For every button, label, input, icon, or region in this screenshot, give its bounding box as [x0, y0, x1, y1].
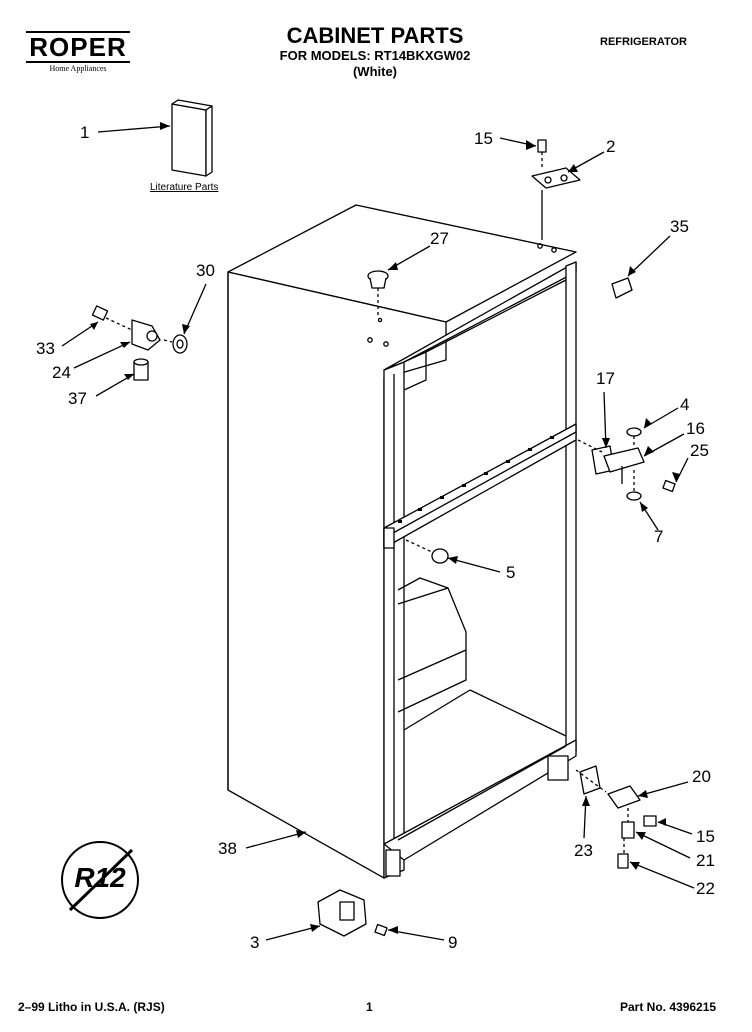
callout-16: 16	[686, 419, 705, 438]
arrowheads	[90, 122, 680, 934]
callout-15-top: 15	[474, 129, 493, 148]
bottom-hinge-assembly-icon	[575, 765, 657, 869]
callout-33: 33	[36, 339, 55, 358]
callout-20: 20	[692, 767, 711, 786]
leveling-leg-icon	[317, 889, 388, 937]
r12-refrigerant-badge-icon	[61, 841, 139, 919]
hinge-cap-icon	[611, 277, 633, 299]
callout-17: 17	[596, 369, 615, 388]
callout-24: 24	[52, 363, 71, 382]
cabinet-shell	[227, 204, 577, 879]
product-category: REFRIGERATOR	[600, 36, 687, 48]
page-number: 1	[366, 1000, 373, 1014]
litho-note: 2–99 Litho in U.S.A. (RJS)	[18, 1000, 165, 1014]
brand-subtitle: Home Appliances	[49, 64, 107, 73]
left-hinge-pin-assembly-icon	[91, 305, 188, 381]
callout-35: 35	[670, 217, 689, 236]
page-title: CABINET PARTS	[286, 23, 464, 48]
model-line: FOR MODELS: RT14BKXGW02	[279, 48, 471, 63]
callout-21: 21	[696, 851, 715, 870]
callout-22: 22	[696, 879, 715, 898]
part-number: Part No. 4396215	[620, 1000, 717, 1014]
shelf-button-icon	[405, 539, 449, 564]
callout-3: 3	[250, 933, 260, 952]
literature-parts-caption: Literature Parts	[150, 182, 219, 193]
color-line: (White)	[352, 64, 398, 79]
callout-38: 38	[218, 839, 237, 858]
callout-1: 1	[80, 123, 90, 142]
callout-15-bottom: 15	[696, 827, 715, 846]
callout-4: 4	[680, 395, 690, 414]
callout-7: 7	[654, 527, 664, 546]
brand-name: ROPER	[29, 32, 127, 62]
r12-badge-text: R12	[74, 862, 126, 893]
roper-logo: ROPER Home Appliances	[24, 30, 132, 76]
logo-frame-icon	[26, 31, 130, 63]
literature-book-icon	[171, 99, 213, 177]
callout-27: 27	[430, 229, 449, 248]
callout-9: 9	[448, 933, 458, 952]
callout-30: 30	[196, 261, 215, 280]
callout-23: 23	[574, 841, 593, 860]
callout-2: 2	[606, 137, 616, 156]
center-hinge-assembly-icon	[577, 427, 676, 501]
callout-37: 37	[68, 389, 87, 408]
callout-25: 25	[690, 441, 709, 460]
top-hinge-icon	[531, 139, 581, 240]
callout-5: 5	[506, 563, 516, 582]
plug-button-icon	[367, 270, 389, 316]
